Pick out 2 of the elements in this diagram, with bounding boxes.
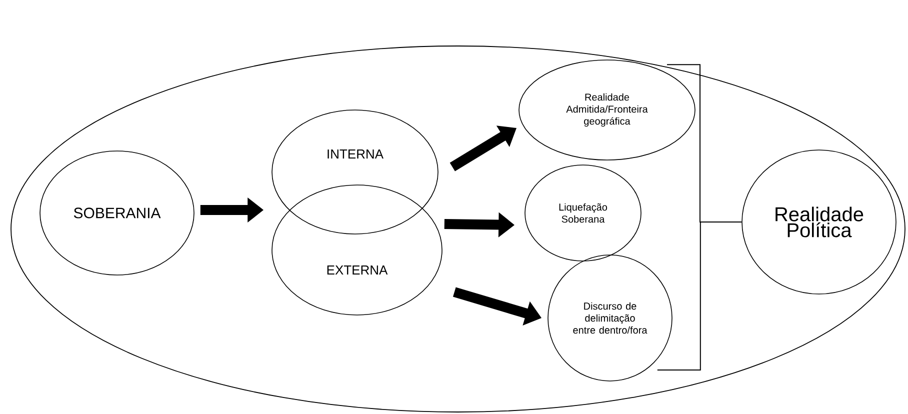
outer-oval — [10, 46, 906, 412]
bracket-line — [656, 222, 742, 370]
